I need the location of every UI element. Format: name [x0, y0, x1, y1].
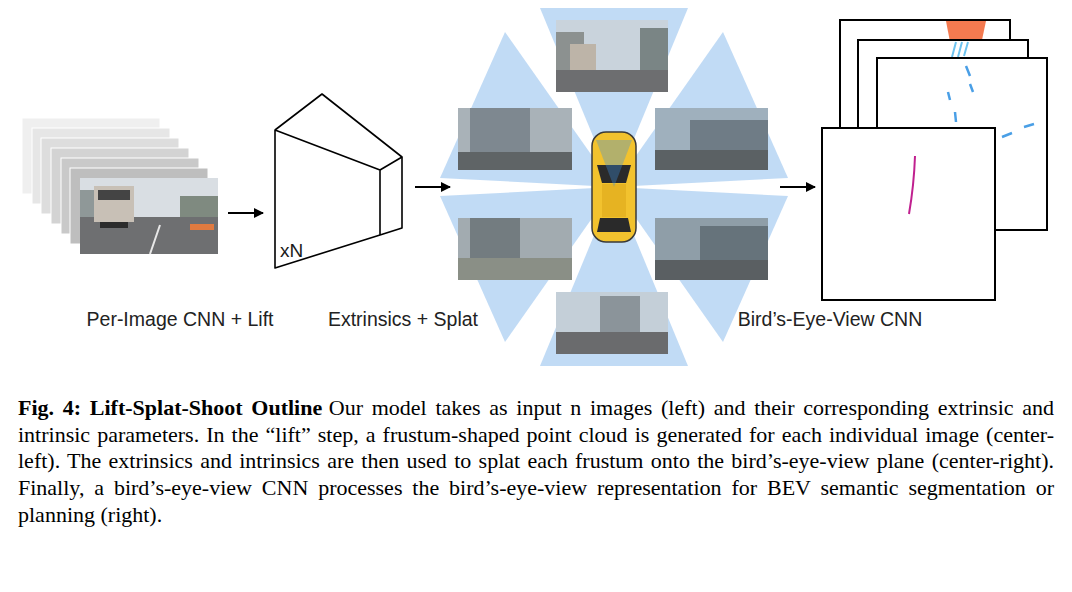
bev-blob: [946, 21, 986, 42]
road: [80, 217, 218, 254]
bev-layer: [822, 128, 995, 300]
stage-label: Bird’s-Eye-View CNN: [715, 308, 945, 331]
flow-arrow: [415, 186, 450, 188]
road: [556, 332, 668, 354]
camera-image: [458, 218, 572, 280]
road: [655, 260, 768, 280]
camera-image: [556, 20, 668, 92]
bev-marks: [948, 66, 1034, 137]
building: [470, 218, 520, 258]
road: [655, 150, 768, 170]
truck: [570, 44, 596, 70]
fov-triangle: [440, 32, 614, 187]
flow-arrow: [780, 186, 815, 188]
road: [556, 70, 668, 92]
building: [700, 226, 768, 260]
camera-fov: [440, 8, 788, 366]
road: [458, 258, 572, 280]
lane-line: [150, 225, 160, 254]
camera-image: [655, 108, 768, 170]
sky: [655, 218, 768, 280]
trees: [180, 196, 218, 220]
camera-image: [80, 178, 218, 254]
ego-car: [592, 132, 636, 242]
truck-wheels: [100, 222, 128, 228]
frustum-edge: [275, 94, 402, 268]
sky: [556, 20, 668, 92]
frustum-edge: [380, 157, 402, 170]
bev-stack: [822, 20, 1047, 300]
camera-images: [458, 20, 768, 354]
image-stack: [22, 118, 218, 254]
camera-image: [655, 218, 768, 280]
flow-arrow: [228, 212, 263, 214]
multiplicity-label: xN: [280, 240, 303, 262]
barrier: [190, 224, 214, 230]
building: [600, 296, 640, 332]
sky: [655, 108, 768, 170]
car-body: [592, 132, 636, 242]
building: [640, 28, 668, 72]
bev-marks: [952, 42, 968, 57]
caption-title: Fig. 4: Lift-Splat-Shoot Outline: [18, 395, 322, 420]
stage-label: Extrinsics + Splat: [300, 308, 506, 331]
truck: [94, 186, 134, 222]
building: [690, 120, 768, 150]
roof: [602, 184, 626, 217]
frustum-node: xN: [272, 90, 406, 272]
sky: [458, 108, 572, 170]
road: [458, 152, 572, 170]
camera-image: [556, 292, 668, 354]
fov-tint: [596, 140, 632, 187]
bev-trajectory: [909, 156, 915, 214]
sky: [556, 292, 668, 354]
stage-label: Per-Image CNN + Lift: [60, 308, 300, 331]
building: [470, 108, 530, 152]
camera-image: [458, 108, 572, 170]
truck-window: [98, 190, 130, 200]
sky: [80, 178, 218, 254]
figure-caption: Fig. 4: Lift-Splat-Shoot OutlineOur mode…: [18, 395, 1054, 529]
sky: [458, 218, 572, 280]
rear-window: [597, 218, 631, 232]
